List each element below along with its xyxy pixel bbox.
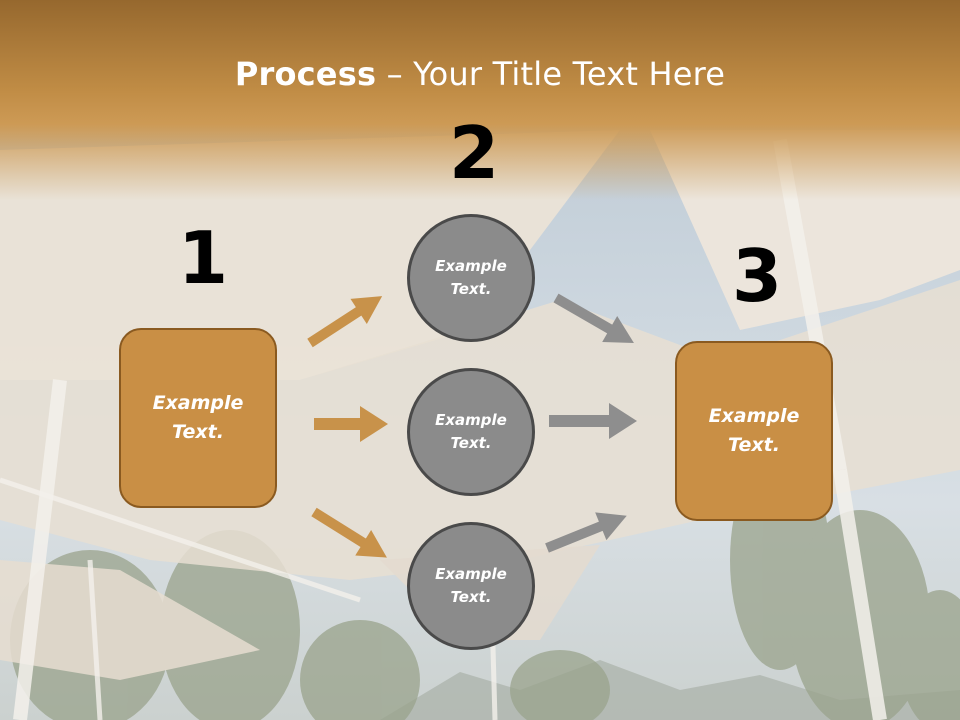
circle-bottom-text: Example Text. <box>435 565 507 606</box>
left-arrows <box>307 296 388 558</box>
header-band <box>0 0 960 200</box>
step-3-box[interactable]: Example Text. <box>675 341 833 521</box>
arrow-down-right-right <box>553 293 634 343</box>
step-2-circle-bottom[interactable]: Example Text. <box>407 522 535 650</box>
circle-top-text: Example Text. <box>435 257 507 298</box>
arrow-up-right-left <box>307 296 383 348</box>
step-number-1: 1 <box>178 216 229 300</box>
arrow-up-right-right <box>545 512 627 553</box>
arrow-down-right-left <box>311 507 387 558</box>
title-bold: Process <box>234 55 377 93</box>
step-number-2: 2 <box>449 111 500 195</box>
step-1-box[interactable]: Example Text. <box>119 328 277 508</box>
arrow-right-right <box>549 403 637 439</box>
title-rest: – Your Title Text Here <box>376 55 726 93</box>
step-1-text: Example Text. <box>152 392 244 443</box>
step-3-text: Example Text. <box>708 405 800 456</box>
step-2-circle-top[interactable]: Example Text. <box>407 214 535 342</box>
step-number-3: 3 <box>732 234 783 318</box>
step-2-circle-middle[interactable]: Example Text. <box>407 368 535 496</box>
circle-middle-text: Example Text. <box>435 411 507 452</box>
right-arrows <box>545 293 637 553</box>
arrow-right-left <box>314 406 388 442</box>
slide-title: Process – Your Title Text Here <box>0 55 960 93</box>
